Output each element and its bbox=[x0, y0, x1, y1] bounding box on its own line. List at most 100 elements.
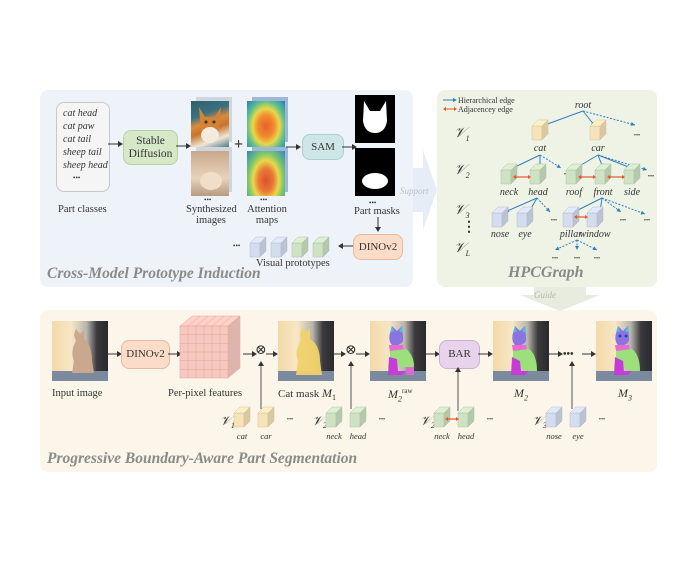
v3-node-eye bbox=[516, 206, 534, 228]
m3-image bbox=[596, 321, 652, 381]
dinov2-box-induction: DINOv2 bbox=[353, 234, 403, 260]
level-vdots: ⋮ bbox=[462, 220, 476, 235]
synth-ellipsis: ••• bbox=[204, 196, 212, 204]
hpcgraph-title: HPCGraph bbox=[508, 264, 584, 281]
m2-image bbox=[493, 321, 549, 381]
part-masks-label: Part masks bbox=[354, 206, 400, 217]
arrow-dino-to-prototypes bbox=[338, 243, 353, 249]
v2-node-label: neck bbox=[500, 187, 519, 198]
part-mask-head bbox=[355, 95, 395, 143]
bar-box: BAR bbox=[439, 340, 480, 369]
support-label: Support bbox=[400, 186, 429, 196]
synthesized-cat-head-image bbox=[191, 101, 229, 147]
arrow-input-to-dino bbox=[108, 351, 122, 357]
legend-adjacency-arrow bbox=[443, 107, 457, 111]
v1-node-label: cat bbox=[534, 143, 546, 154]
prototype-ellipsis: ••• bbox=[599, 417, 605, 423]
prototype-ellipsis: ••• bbox=[487, 417, 493, 423]
part-class-item: cat paw bbox=[63, 121, 95, 132]
legend-hierarchical-label: Hierarchical edge bbox=[458, 96, 515, 105]
prototype-level-label: 𝒱3 bbox=[532, 413, 547, 430]
edge-pillar-l1 bbox=[554, 239, 578, 251]
synthesized-cat-paw-image bbox=[191, 151, 229, 196]
v2-node-neck bbox=[500, 163, 518, 185]
arrow-dots-to-m3 bbox=[582, 351, 596, 357]
multiply-operator-1[interactable]: ⊗ bbox=[255, 343, 267, 358]
prototype-cube-nose bbox=[545, 406, 563, 428]
input-image-label: Input image bbox=[52, 388, 103, 399]
prototype-ellipsis: ••• bbox=[287, 417, 293, 423]
legend-hierarchical-arrow bbox=[443, 98, 457, 102]
guide-label: Guide bbox=[534, 290, 556, 300]
edge-pillar-l2 bbox=[575, 240, 579, 250]
attn-ellipsis: ••• bbox=[260, 196, 268, 204]
visual-prototype-cube bbox=[291, 236, 309, 258]
prototype-cube-neck bbox=[433, 406, 451, 428]
feature-cube-side bbox=[227, 315, 241, 379]
part-class-item: ••• bbox=[73, 174, 81, 182]
prototype-cube-head bbox=[349, 406, 367, 428]
arrow-features-to-mult1 bbox=[243, 351, 257, 357]
arrow-v1-up bbox=[258, 361, 264, 409]
arrow-parts-to-sd bbox=[108, 141, 123, 147]
v2-node-label: head bbox=[528, 187, 548, 198]
arrow-sam-to-masks bbox=[342, 144, 357, 150]
edge-head-more bbox=[536, 197, 551, 213]
cat-mask-m1-image bbox=[278, 321, 334, 381]
v2-node-label: side bbox=[624, 187, 641, 198]
adjacency-neck-head bbox=[445, 417, 459, 421]
v3-node-window bbox=[586, 206, 604, 228]
level-v3-label: 𝒱3 bbox=[454, 203, 470, 220]
visual-prototype-cube bbox=[270, 236, 288, 258]
v3-node-label: window bbox=[579, 229, 610, 240]
v2-node-label: front bbox=[593, 187, 612, 198]
prototype-label: neck bbox=[326, 431, 342, 441]
masks-ellipsis: ••• bbox=[369, 199, 377, 207]
m3-label: M3 bbox=[618, 386, 632, 403]
v3-node-nose bbox=[491, 206, 509, 228]
prototype-label: nose bbox=[546, 431, 562, 441]
edge-front-more bbox=[601, 197, 622, 213]
v3-node-label: pillar bbox=[559, 229, 582, 240]
visual-prototype-cubes bbox=[249, 236, 330, 258]
v2-node-roof bbox=[565, 163, 583, 185]
v3-node-label: nose bbox=[491, 229, 510, 240]
multiply-operator-2[interactable]: ⊗ bbox=[345, 343, 357, 358]
prototype-label: neck bbox=[434, 431, 450, 441]
prototypes-ellipsis: ••• bbox=[233, 242, 241, 250]
per-pixel-features-cube bbox=[179, 315, 241, 379]
sam-box: SAM bbox=[302, 134, 344, 160]
guide-arrow bbox=[520, 287, 600, 311]
prototype-ellipsis: ••• bbox=[379, 417, 385, 423]
part-class-item: cat head bbox=[63, 108, 98, 119]
arrow-bar-to-m2 bbox=[478, 351, 493, 357]
prototype-cube-eye bbox=[569, 406, 587, 428]
v1-node-cat bbox=[531, 119, 549, 141]
prototype-label: eye bbox=[572, 431, 584, 441]
level-vl-label: 𝒱L bbox=[454, 241, 471, 258]
part-class-item: cat tail bbox=[63, 134, 92, 145]
m2-label: M2 bbox=[514, 386, 528, 403]
adjacency-front-side bbox=[607, 175, 625, 179]
v1-node-label: car bbox=[591, 143, 604, 154]
input-image bbox=[52, 321, 108, 381]
v2-node-label: roof bbox=[566, 187, 584, 198]
adjacency-neck-head bbox=[513, 175, 531, 179]
arrow-m2-to-dots bbox=[549, 351, 563, 357]
prototype-label: head bbox=[458, 431, 475, 441]
dinov2-box-segmentation: DINOv2 bbox=[121, 340, 170, 369]
vl-ellipsis-1: ••• bbox=[552, 256, 558, 262]
visual-prototype-cube bbox=[312, 236, 330, 258]
part-segmentation-panel bbox=[40, 310, 657, 472]
m2-raw-image bbox=[370, 321, 426, 381]
adjacency-pillar-window bbox=[574, 215, 588, 219]
edge-root-more bbox=[582, 110, 636, 126]
adjacency-roof-front bbox=[578, 175, 596, 179]
prototype-level-label: 𝒱1 bbox=[220, 413, 235, 430]
prototype-cube-head bbox=[457, 406, 475, 428]
part-mask-paw bbox=[355, 148, 395, 196]
